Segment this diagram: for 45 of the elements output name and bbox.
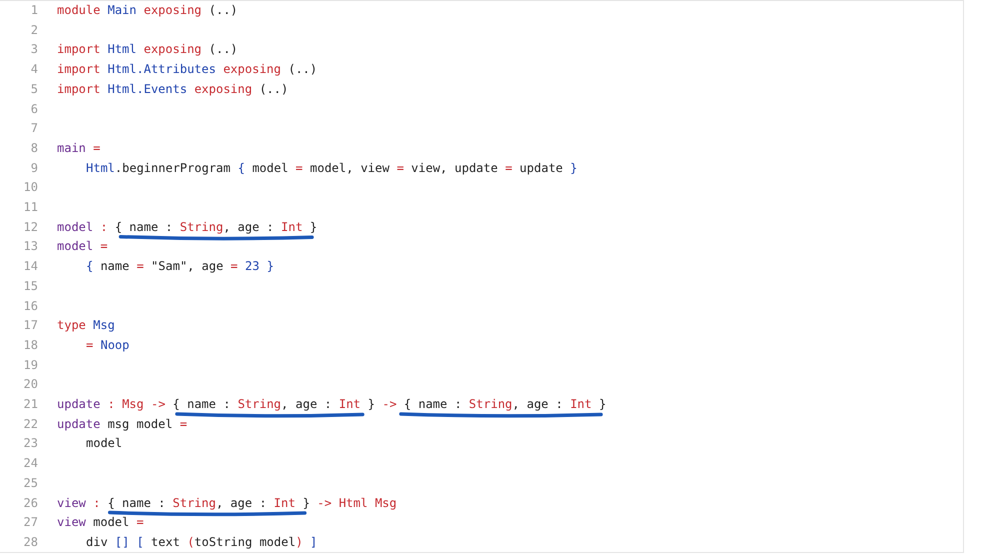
line-number: 14 xyxy=(22,258,38,276)
code-line: import Html.Attributes exposing (..) xyxy=(57,61,318,78)
code-line: model xyxy=(86,435,122,452)
line-number: 20 xyxy=(22,376,38,394)
code-line: model = xyxy=(57,238,108,256)
code-line: { name = "Sam", age = 23 } xyxy=(86,258,274,276)
line-number: 6 xyxy=(30,100,38,118)
line-number: 2 xyxy=(30,22,38,39)
line-number: 26 xyxy=(22,494,38,512)
code-line: update : Msg -> { name : String, age : Int } -> { name : String, age : Int } xyxy=(57,396,606,413)
code-line: import Html.Events exposing (..) xyxy=(57,80,288,98)
line-number: 17 xyxy=(22,317,38,334)
code-line: Html.beginnerProgram { model = model, view = view, update = update } xyxy=(86,160,578,177)
code-line: view model = xyxy=(57,514,144,532)
line-number: 10 xyxy=(22,179,38,196)
line-number: 12 xyxy=(22,218,38,236)
line-number: 13 xyxy=(22,238,38,256)
code-line: update msg model = xyxy=(57,416,188,433)
code-line: view : { name : String, age : Int } -> Html Msg xyxy=(57,494,397,512)
line-number: 3 xyxy=(30,41,38,58)
line-number: 27 xyxy=(22,514,38,532)
line-number: 23 xyxy=(22,435,38,452)
line-number: 7 xyxy=(30,120,38,138)
code-line: model : { name : String, age : Int } xyxy=(57,218,318,236)
line-number: 1 xyxy=(30,2,38,19)
line-number: 5 xyxy=(30,80,38,98)
code-line: module Main exposing (..) xyxy=(57,2,238,19)
code-line: import Html exposing (..) xyxy=(57,41,238,58)
line-number: 4 xyxy=(30,61,38,78)
line-number: 28 xyxy=(22,534,38,551)
line-number: 18 xyxy=(22,336,38,354)
code-line: div [] [ text (toString model) ] xyxy=(86,534,318,551)
line-number: 25 xyxy=(22,474,38,492)
code-line: main = xyxy=(57,140,100,157)
line-number: 8 xyxy=(30,140,38,157)
code-line: type Msg xyxy=(57,317,115,334)
line-number: 19 xyxy=(22,356,38,374)
line-number: 22 xyxy=(22,416,38,433)
line-number: 16 xyxy=(22,298,38,314)
line-number: 11 xyxy=(22,199,38,216)
line-number: 21 xyxy=(22,396,38,413)
line-number: 24 xyxy=(22,455,38,472)
line-number: 15 xyxy=(22,278,38,295)
line-number: 9 xyxy=(30,160,38,177)
code-line: = Noop xyxy=(86,336,130,354)
